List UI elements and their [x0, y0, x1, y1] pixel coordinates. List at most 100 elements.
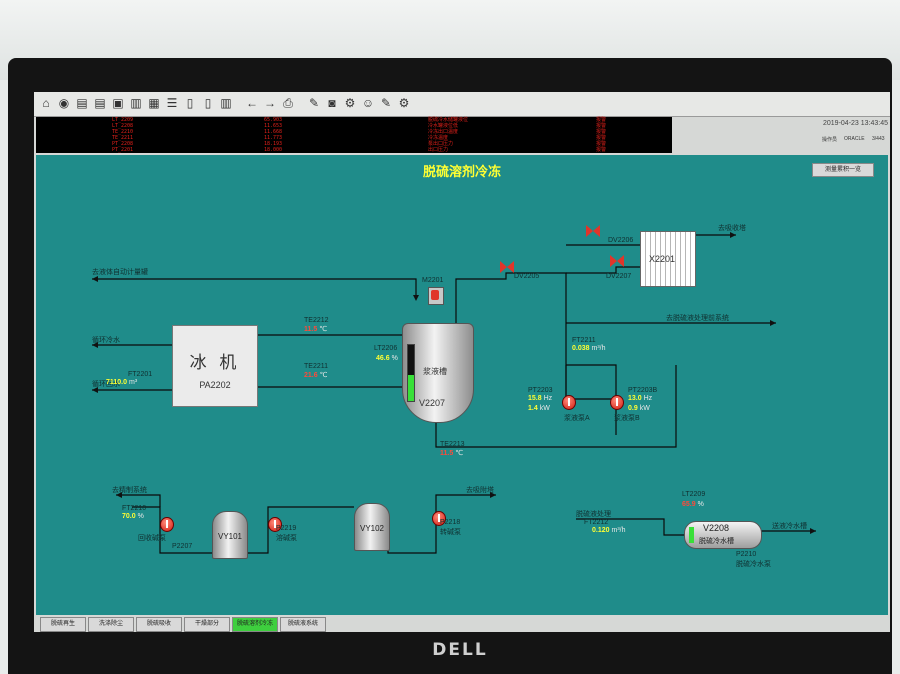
user-icon[interactable]: ☺	[361, 96, 375, 110]
print-icon[interactable]: ⎙	[283, 96, 293, 110]
ice-machine[interactable]: 冰 机 PA2202	[172, 325, 258, 407]
cold-water-tank[interactable]: V2208 脱硫冷水槽	[684, 521, 762, 549]
tab-2[interactable]: 脱硫吸收	[136, 617, 182, 632]
valve-dv2205-icon[interactable]	[500, 261, 514, 273]
tools-icon[interactable]: ✎	[380, 96, 392, 110]
te2213-readout[interactable]: 11.5 ℃	[440, 449, 463, 457]
pt2203a-unit: Hz	[543, 395, 553, 402]
ft2211-unit: m³/h	[591, 345, 606, 352]
alarm-col4: 报警	[596, 141, 607, 147]
te2211-readout[interactable]: 21.6 ℃	[304, 371, 327, 379]
back-arrow-icon[interactable]: ←	[246, 96, 258, 110]
globe-icon[interactable]: ◉	[58, 96, 70, 110]
cold-water-tank-level	[689, 527, 694, 543]
alarm-col4: 报警	[596, 135, 607, 141]
silo-vy102-id: VY102	[359, 524, 385, 533]
alarm-tag: LT_2209	[112, 117, 134, 123]
valve-dv2207-icon[interactable]	[610, 255, 624, 267]
label-cooling-supply: 循环冷水	[92, 337, 120, 344]
silo-vy102[interactable]: VY102	[354, 503, 390, 551]
alarm-tag: TE_2211	[112, 135, 134, 141]
pt2203b-value: 13.0	[628, 395, 642, 402]
recover-pump-icon[interactable]	[160, 517, 174, 532]
cold-water-pump-label: 脱硫冷水泵	[736, 561, 771, 568]
process-panel: 脱硫溶剂冷冻 测量累积一览	[36, 155, 888, 615]
label-cooling-return: 循环回水	[92, 381, 120, 388]
ft2211-readout[interactable]: 0.038 m³/h	[572, 345, 605, 352]
document-icon[interactable]: ▯	[186, 96, 194, 110]
te2213-unit: ℃	[455, 450, 464, 457]
ice-machine-name: 冰 机	[189, 353, 241, 372]
pt2203b-power[interactable]: 0.9 kW	[628, 405, 650, 412]
status-user: ORACLE	[844, 136, 865, 142]
cold-water-tank-name: 脱硫冷水槽	[699, 538, 734, 545]
list-icon[interactable]: ☰	[166, 96, 178, 110]
alarm-text: 脱硫冷水储罐液位	[428, 117, 469, 123]
settings-icon[interactable]: ⚙	[398, 96, 410, 110]
monitor-icon[interactable]: ▣	[112, 96, 124, 110]
te2213-tag: TE2213	[440, 441, 465, 448]
home-icon[interactable]: ⌂	[42, 96, 50, 110]
book-icon[interactable]: ▥	[130, 96, 142, 110]
lt2206-unit: %	[391, 355, 398, 362]
chart-icon[interactable]: ▤	[76, 96, 88, 110]
tank-id: V2207	[419, 398, 446, 408]
pt2203b-unit: Hz	[643, 395, 653, 402]
slurry-tank[interactable]: 浆液槽 V2207	[402, 323, 474, 423]
ft2201-readout[interactable]: 7110.0 m³	[106, 379, 137, 386]
pt2203b-tag: PT2203B	[628, 387, 658, 394]
te2212-readout[interactable]: 11.5 ℃	[304, 325, 327, 333]
book-icon[interactable]: ▥	[220, 96, 232, 110]
settings-icon[interactable]: ⚙	[344, 96, 356, 110]
table-icon[interactable]: ▦	[148, 96, 160, 110]
tab-0[interactable]: 脱硫再生	[40, 617, 86, 632]
ft2212-readout[interactable]: 0.120 m³/h	[592, 527, 625, 534]
tab-3[interactable]: 干燥部分	[184, 617, 230, 632]
lt2209-value: 65.9	[682, 501, 696, 508]
label-to-tank-return-bottom: 去吸附塔	[466, 487, 494, 494]
tab-4[interactable]: 脱硫溶剂冷冻	[232, 617, 278, 632]
pump-a-icon[interactable]	[562, 395, 576, 410]
recycle-pump-icon[interactable]	[268, 517, 282, 532]
forward-arrow-icon[interactable]: →	[264, 96, 276, 110]
silo-vy101[interactable]: VY101	[212, 511, 248, 559]
pump-b-icon[interactable]	[610, 395, 624, 410]
ft2211-value: 0.038	[572, 345, 590, 352]
ft2210-unit: %	[137, 513, 144, 520]
camera-icon[interactable]: ◙	[328, 96, 336, 110]
transfer-pump-icon[interactable]	[432, 511, 446, 526]
status-extra: 3/443	[872, 136, 885, 142]
document-icon[interactable]: ▯	[204, 96, 212, 110]
overview-button[interactable]: 测量累积一览	[812, 163, 874, 177]
pt2203a-readout[interactable]: 15.8 Hz	[528, 395, 552, 402]
pt2203a-power[interactable]: 1.4 kW	[528, 405, 550, 412]
pt2203b-readout[interactable]: 13.0 Hz	[628, 395, 652, 402]
lt2209-readout[interactable]: 65.9 %	[682, 501, 704, 508]
chart-icon[interactable]: ▤	[94, 96, 106, 110]
label-from-regen: 去液体自动计量罐	[92, 269, 148, 276]
ft2210-readout[interactable]: 70.0 %	[122, 513, 144, 520]
valve-dv2207-tag: DV2207	[606, 273, 632, 280]
heat-exchanger[interactable]: X2201	[640, 231, 696, 287]
tab-5[interactable]: 脱硫液系统	[280, 617, 326, 632]
valve-dv2206-icon[interactable]	[586, 225, 600, 237]
lt2206-readout[interactable]: 46.6 %	[376, 355, 398, 362]
label-solvent-out: 去吸收塔	[718, 225, 746, 232]
tools-icon[interactable]: ✎	[308, 96, 320, 110]
alarm-value: 11.653	[264, 123, 283, 129]
alarm-text: 出口压力	[428, 147, 449, 153]
pt2203a-value: 15.8	[528, 395, 542, 402]
lt2206-tag: LT2206	[374, 345, 398, 352]
tab-1[interactable]: 洗涤除尘	[88, 617, 134, 632]
te2212-value: 11.5	[304, 326, 318, 333]
alarm-tag: TE_2210	[112, 129, 134, 135]
valve-dv2206-tag: DV2206	[608, 237, 634, 244]
